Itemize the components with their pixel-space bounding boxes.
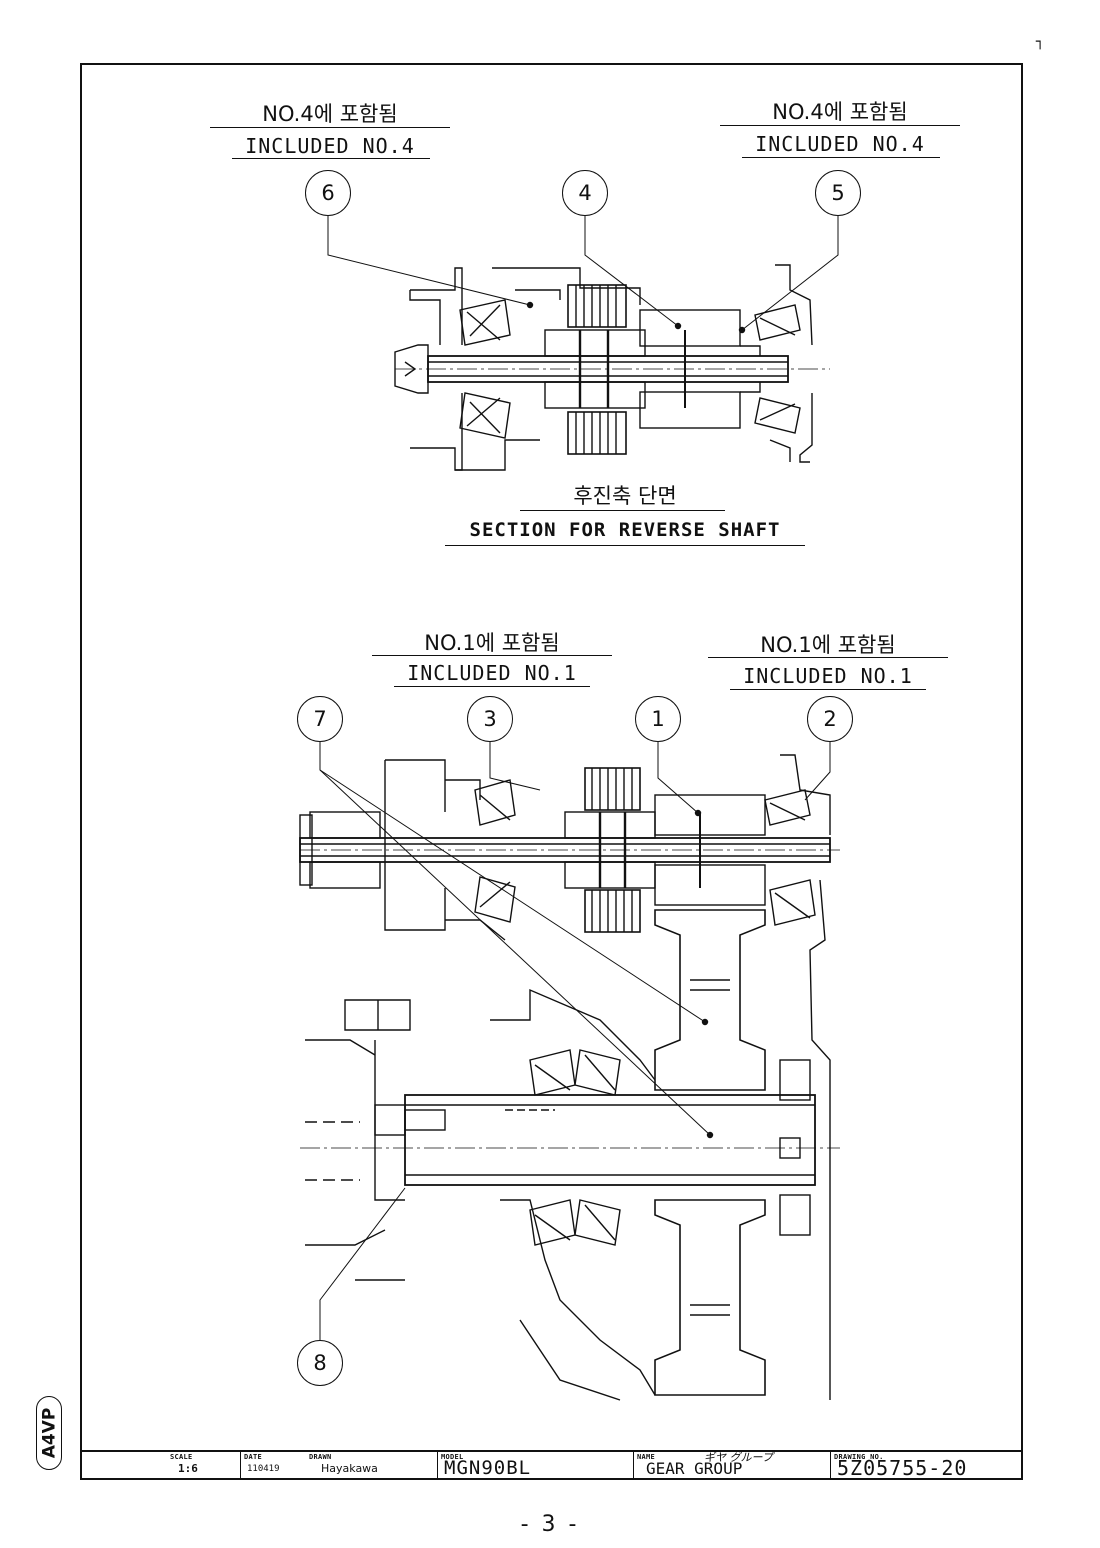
- name-caption: NAME: [637, 1453, 656, 1461]
- balloon-1: 1: [635, 696, 681, 742]
- model-value: MGN90BL: [444, 1457, 532, 1479]
- label-rule: [372, 655, 612, 656]
- label-bottom-right-en: INCLUDED NO.1: [743, 664, 913, 688]
- a4vp-stamp: A4VP: [36, 1396, 62, 1470]
- drawing-no-cell: DRAWING NO. 5Z05755-20: [830, 1452, 1023, 1480]
- model-caption: MODEL: [441, 1453, 464, 1461]
- scale-value: 1:6: [178, 1462, 198, 1475]
- label-bottom-left-ko: NO.1에 포함됨: [424, 631, 560, 655]
- label-rule: [394, 686, 590, 687]
- section-title-ko: 후진축 단면: [573, 484, 677, 508]
- model-cell: MODEL MGN90BL: [437, 1452, 633, 1480]
- label-top-right-en: INCLUDED NO.4: [755, 132, 925, 156]
- balloon-8: 8: [297, 1340, 343, 1386]
- label-top-right-ko: NO.4에 포함됨: [772, 100, 908, 124]
- section-rule: [520, 510, 725, 511]
- drawing-no-value: 5Z05755-20: [837, 1456, 968, 1480]
- page-number: - 3 -: [520, 1512, 580, 1537]
- balloon-5: 5: [815, 170, 861, 216]
- label-top-left-en: INCLUDED NO.4: [245, 134, 415, 158]
- stamp-text: A4VP: [39, 1407, 60, 1459]
- balloon-3: 3: [467, 696, 513, 742]
- label-top-left-ko: NO.4에 포함됨: [262, 102, 398, 126]
- date-value: 110419: [247, 1464, 280, 1474]
- label-rule: [232, 158, 430, 159]
- label-rule: [708, 657, 948, 658]
- label-rule: [720, 125, 960, 126]
- reverse-shaft-section: [327, 215, 839, 471]
- name-cell: NAME ギヤ グループ GEAR GROUP: [633, 1451, 830, 1480]
- label-rule: [742, 157, 940, 158]
- title-block: SCALE 1:6 DATE DRAWN 110419 Hayakawa MOD…: [80, 1450, 1023, 1480]
- label-bottom-right-ko: NO.1에 포함됨: [760, 633, 896, 657]
- label-bottom-left-en: INCLUDED NO.1: [407, 661, 577, 685]
- name-value: GEAR GROUP: [646, 1459, 743, 1478]
- name-jp-value: ギヤ グループ: [704, 1451, 773, 1464]
- drawing-frame: [80, 63, 1023, 1480]
- balloon-2: 2: [807, 696, 853, 742]
- drawing-no-caption: DRAWING NO.: [834, 1453, 884, 1461]
- section-rule: [445, 545, 805, 546]
- scale-caption: SCALE: [170, 1453, 193, 1461]
- balloon-7: 7: [297, 696, 343, 742]
- label-rule: [210, 127, 450, 128]
- balloon-4: 4: [562, 170, 608, 216]
- date-caption: DATE: [244, 1453, 263, 1461]
- drawn-value: Hayakawa: [321, 1462, 378, 1475]
- section-title-en: SECTION FOR REVERSE SHAFT: [469, 519, 781, 541]
- balloon-6: 6: [305, 170, 351, 216]
- date-drawn-cell: DATE DRAWN 110419 Hayakawa: [240, 1452, 437, 1480]
- corner-mark: ┐: [1036, 34, 1045, 50]
- drawn-caption: DRAWN: [309, 1453, 332, 1461]
- label-rule: [730, 689, 926, 690]
- main-gear-section: [299, 742, 840, 1401]
- scale-cell: SCALE 1:6: [80, 1452, 240, 1480]
